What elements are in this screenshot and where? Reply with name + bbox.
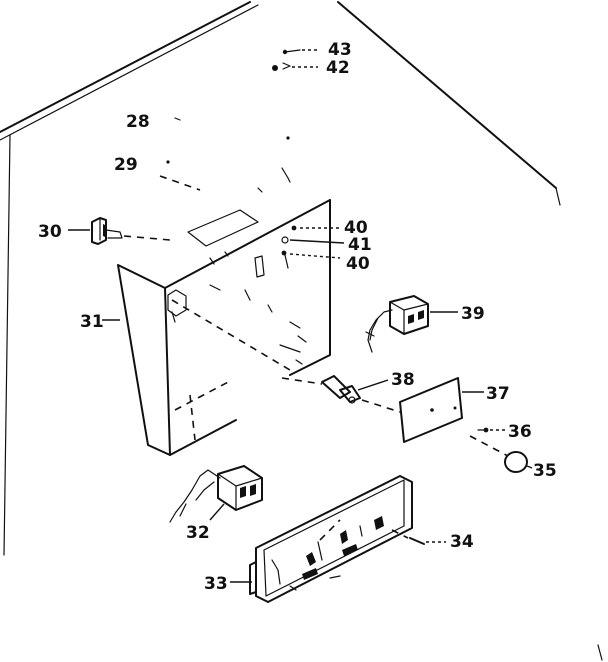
control-panel-33 [230, 475, 413, 603]
leader-lines [68, 229, 120, 321]
label-40-lower: 40 [346, 254, 370, 274]
knob-35 [469, 435, 533, 473]
label-29: 29 [114, 155, 138, 175]
part-labels: 43 42 28 29 30 40 41 40 31 39 38 37 36 3… [38, 40, 557, 594]
label-43: 43 [328, 40, 352, 60]
label-28: 28 [126, 112, 150, 132]
label-31: 31 [80, 312, 104, 332]
screw-43 [282, 49, 318, 55]
label-42: 42 [326, 58, 350, 78]
switch-32 [169, 465, 263, 523]
control-housing-31 [117, 199, 331, 456]
label-39: 39 [461, 304, 485, 324]
fastener-28 [174, 117, 290, 140]
screw-36 [477, 427, 506, 433]
label-38: 38 [391, 370, 415, 390]
fastener-29 [159, 160, 291, 193]
switch-39 [365, 295, 458, 353]
label-36: 36 [508, 422, 532, 442]
label-32: 32 [186, 523, 210, 543]
label-33: 33 [204, 574, 228, 594]
screws-40-41 [281, 225, 345, 259]
label-34: 34 [450, 532, 474, 552]
plate-37 [399, 377, 484, 443]
label-30: 30 [38, 222, 62, 242]
label-35: 35 [533, 461, 557, 481]
label-40-upper: 40 [344, 218, 368, 238]
lamp-socket-38 [281, 375, 401, 413]
label-41: 41 [348, 235, 372, 255]
screw-34 [391, 529, 446, 545]
bracket-30 [91, 217, 171, 245]
label-37: 37 [486, 384, 510, 404]
nut-42 [272, 62, 318, 71]
